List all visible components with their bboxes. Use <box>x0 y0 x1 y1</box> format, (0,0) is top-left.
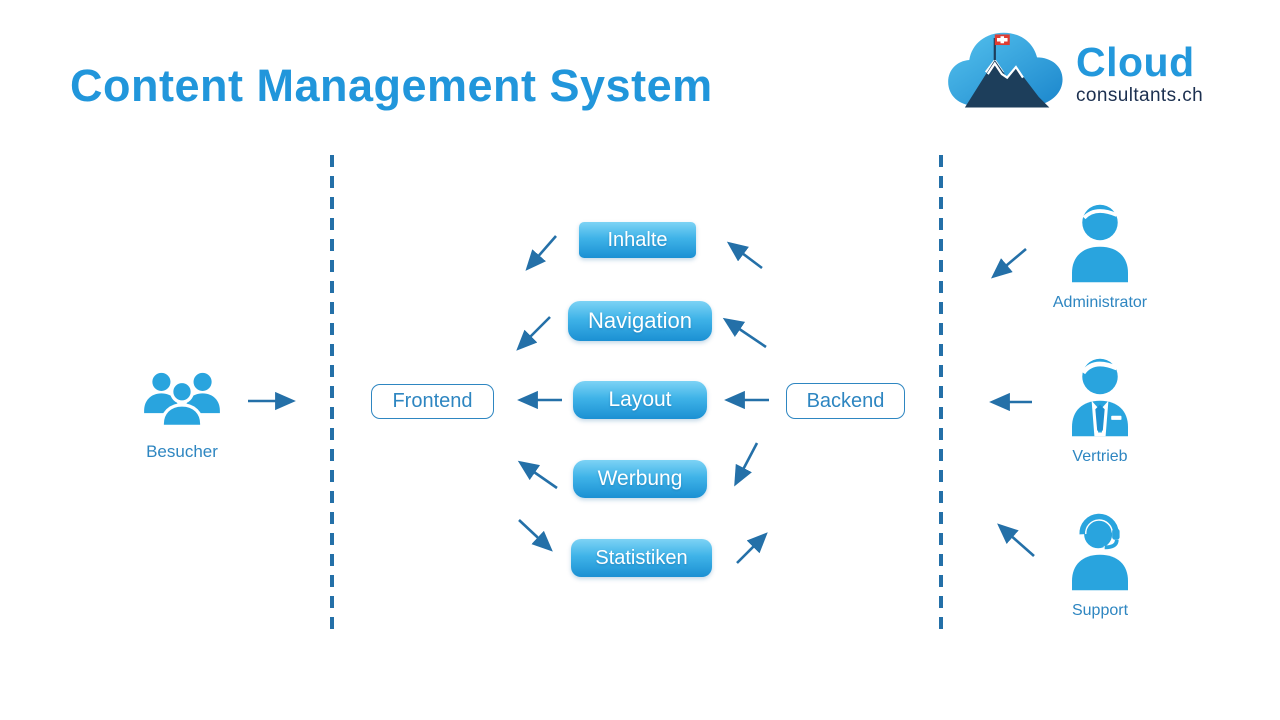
actor-vertrieb: Vertrieb <box>1020 356 1180 466</box>
actor-vertrieb-label: Vertrieb <box>1072 448 1128 465</box>
actor-support-label: Support <box>1071 602 1129 619</box>
arrow-backend-to-werbung <box>734 442 759 487</box>
node-werbung: Werbung <box>573 460 707 498</box>
actor-support: Support <box>1020 510 1180 620</box>
page-title: Content Management System <box>70 60 713 111</box>
actor-administrator: Administrator <box>1020 202 1180 312</box>
frontend-box: Frontend <box>371 384 494 419</box>
arrow-werbung-to-frontend <box>517 460 558 490</box>
logo-brand-name: Cloud <box>1076 38 1195 85</box>
node-statistiken-label: Statistiken <box>595 546 688 569</box>
right-dashed-divider <box>939 155 943 633</box>
logo-text: Cloud consultants.ch <box>1076 38 1204 107</box>
left-dashed-divider <box>330 155 334 633</box>
backend-label: Backend <box>806 389 885 412</box>
logo-domain-name: consultants.ch <box>1076 84 1204 106</box>
node-werbung-label: Werbung <box>597 467 683 490</box>
node-inhalte-label: Inhalte <box>607 228 668 251</box>
brand-logo: Cloud consultants.ch <box>942 24 1203 118</box>
sales-person-icon <box>1072 358 1128 437</box>
node-layout-label: Layout <box>608 388 672 411</box>
arrow-backend-to-inhalte <box>726 241 763 270</box>
arrow-navigation-to-frontend <box>516 316 551 351</box>
arrow-inhalte-to-frontend <box>525 235 557 271</box>
arrow-statistiken-to-backend <box>736 532 768 564</box>
actor-besucher: Besucher <box>132 372 232 462</box>
node-statistiken: Statistiken <box>571 539 712 577</box>
visitors-group-icon <box>144 372 220 428</box>
actor-administrator-label: Administrator <box>1052 294 1148 311</box>
node-inhalte: Inhalte <box>579 222 696 258</box>
backend-box: Backend <box>786 383 905 419</box>
cloud-mountain-logo-icon <box>948 32 1063 108</box>
arrow-backend-to-navigation <box>722 317 767 349</box>
node-navigation: Navigation <box>568 301 712 341</box>
arrow-frontend-to-statistiken <box>518 519 553 552</box>
support-headset-icon <box>1072 510 1128 591</box>
frontend-label: Frontend <box>392 390 473 412</box>
node-navigation-label: Navigation <box>588 308 692 333</box>
node-layout: Layout <box>573 381 707 419</box>
actor-besucher-label: Besucher <box>146 442 218 461</box>
administrator-icon <box>1072 204 1128 283</box>
